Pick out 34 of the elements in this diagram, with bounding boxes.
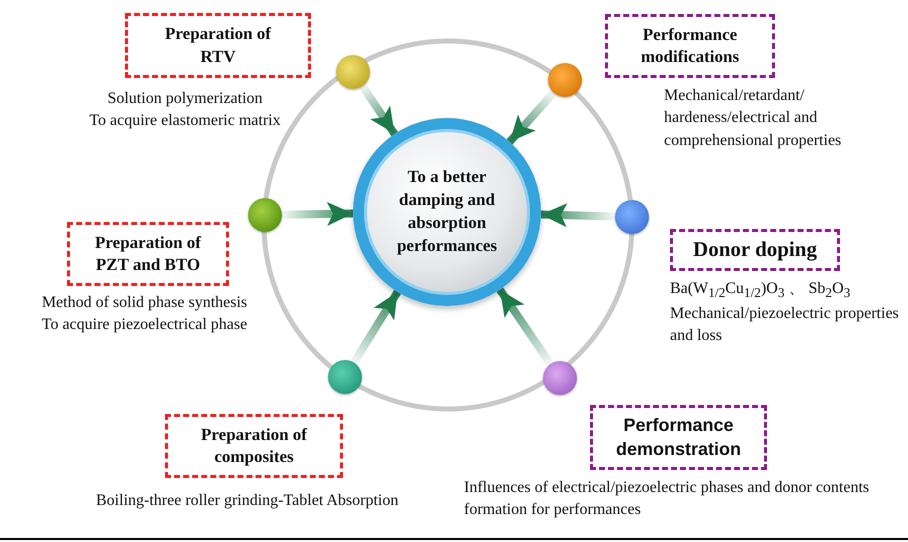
step-description: Method of solid phase synthesis (40, 293, 248, 313)
goal-text: To a better damping and absorption performances (396, 166, 498, 257)
step-title: Preparation of PZT and BTO (94, 232, 202, 276)
step-title: Donor doping (693, 236, 817, 264)
step-title: Preparation of composites (200, 424, 308, 468)
step-dot (543, 361, 577, 395)
step-box (670, 229, 840, 271)
step-box (67, 222, 229, 286)
step-box (125, 13, 311, 78)
step-description: Boiling-three roller grinding-Tablet Absorption (96, 491, 400, 511)
step-dot (328, 360, 362, 394)
step-box (605, 14, 775, 78)
arrow (506, 90, 557, 145)
arrow (359, 84, 398, 136)
step-description: To acquire elastomeric matrix (88, 111, 282, 132)
step-box (590, 405, 767, 470)
step-dot (548, 63, 582, 97)
step-description: Mechanical/retardant/ hardeness/electrical and comprehensional properties (664, 86, 842, 151)
step-description: Ba(W$_{1/2}$Cu$_{1/2}$)O$_{3}$ 、 Sb$_{2}$O$_{3}$ (670, 279, 852, 302)
step-box (165, 414, 343, 478)
arrow (282, 202, 354, 226)
step-title: Performance demonstration (614, 414, 742, 460)
arrow (540, 203, 616, 228)
arrow (496, 287, 554, 366)
step-description: To acquire piezoelectrical phase (40, 315, 248, 336)
step-description: Mechanical/piezoelectric properties and loss (670, 304, 900, 346)
step-dot (336, 55, 370, 89)
step-description: Influences of electrical/piezoelectric phases and donor contents formation for performances (464, 478, 870, 520)
step-description: Solution polymerization (106, 89, 264, 109)
arrow (350, 290, 401, 365)
step-title: Preparation of RTV (164, 23, 272, 68)
step-title: Performance modifications (640, 24, 740, 68)
step-dot (248, 198, 282, 232)
step-dot (615, 200, 649, 234)
